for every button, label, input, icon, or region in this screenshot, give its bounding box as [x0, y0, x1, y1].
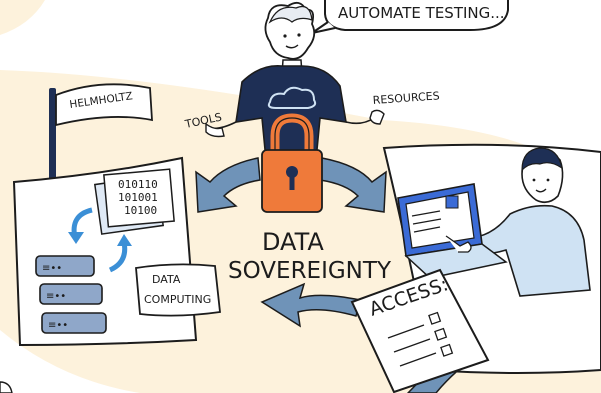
svg-text:≡••: ≡•• [48, 320, 68, 331]
speech-bubble: AUTOMATE TESTING... [311, 0, 509, 34]
arrow-right-icon [319, 157, 387, 213]
access-card: ACCESS: [350, 268, 490, 393]
svg-text:≡••: ≡•• [46, 291, 66, 302]
background-cream-top-left [0, 0, 45, 35]
title-line2: SOVEREIGNTY [228, 258, 392, 284]
resources-label: RESOURCES [372, 89, 440, 107]
arrow-access-icon [260, 282, 361, 328]
background-corner-bottom-left [0, 381, 13, 393]
computing-label-line1: DATA [152, 273, 181, 286]
person-center [205, 1, 385, 161]
speech-bubble-text: AUTOMATE TESTING... [338, 4, 505, 22]
checked-box-icon [445, 195, 459, 209]
binary-line-1: 010110 [118, 178, 158, 191]
helmholtz-flag: HELMHOLTZ [49, 83, 153, 208]
padlock-icon [261, 113, 323, 213]
title-line1: DATA [262, 228, 324, 256]
svg-text:≡••: ≡•• [42, 263, 62, 274]
computing-label-line2: COMPUTING [144, 293, 211, 306]
arrow-left-icon [195, 157, 261, 213]
binary-line-3: 10100 [124, 204, 157, 217]
cloud-icon [267, 86, 317, 109]
computing-panel: 010110 101001 10100 ≡•• ≡•• ≡•• DATA COM… [12, 156, 221, 347]
server-stack-icon: ≡•• ≡•• ≡•• [35, 255, 107, 334]
binary-line-2: 101001 [118, 191, 158, 204]
shirt [235, 65, 347, 161]
